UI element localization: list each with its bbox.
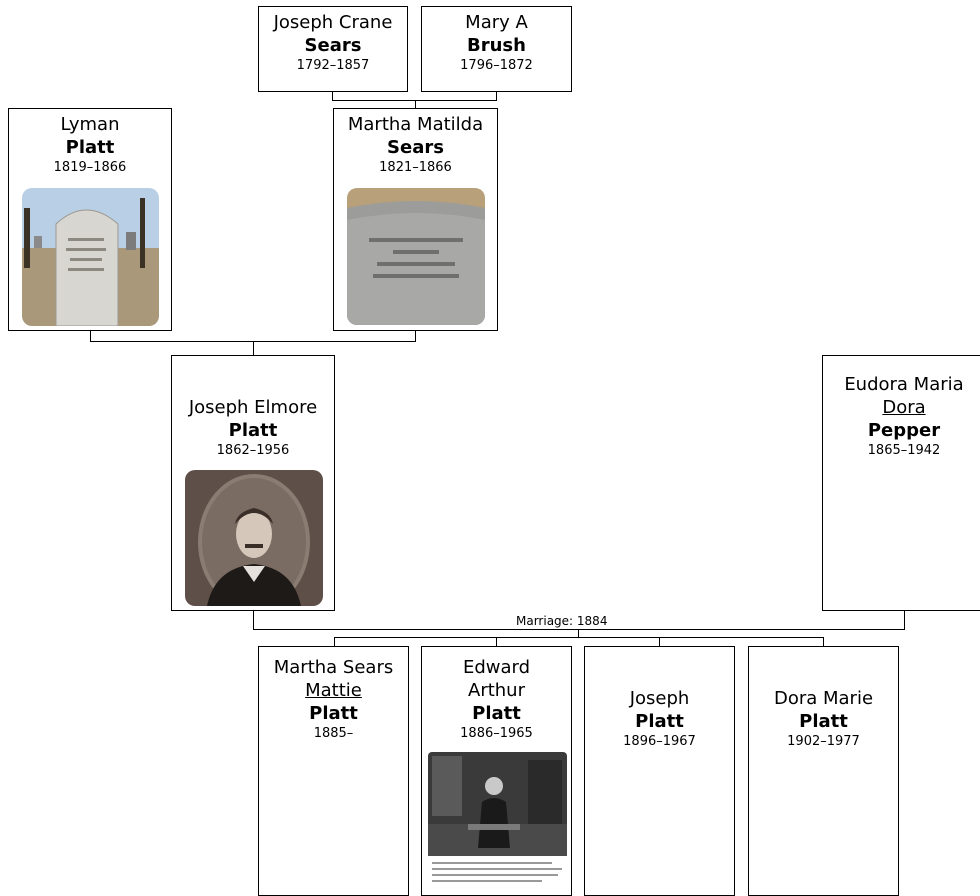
surname: Brush <box>467 35 526 56</box>
nickname: Dora <box>882 397 926 418</box>
connector-line <box>253 610 254 630</box>
connector-line <box>332 100 497 101</box>
connector-line <box>415 100 416 108</box>
life-dates: 1819–1866 <box>53 160 127 175</box>
gravestone-photo[interactable] <box>347 188 485 325</box>
connector-line <box>496 91 497 101</box>
connector-line <box>253 341 254 355</box>
surname: Pepper <box>867 420 941 441</box>
person-card-lyman-platt[interactable]: Lyman Platt 1819–1866 <box>8 108 172 331</box>
life-dates: 1902–1977 <box>787 734 860 749</box>
given-name: Joseph <box>629 688 690 709</box>
connector-line <box>332 91 333 101</box>
life-dates: 1886–1965 <box>460 726 533 741</box>
surname: Platt <box>309 703 358 724</box>
surname: Sears <box>387 137 444 158</box>
surname: Platt <box>228 420 278 441</box>
given-name: Joseph Elmore <box>188 397 318 418</box>
connector-line <box>415 330 416 342</box>
person-card-eudora-maria-pepper[interactable]: Eudora Maria Dora Pepper 1865–1942 <box>822 355 980 611</box>
person-card-martha-matilda-sears[interactable]: Martha Matilda Sears 1821–1866 <box>333 108 498 331</box>
person-card-edward-arthur-platt[interactable]: Edward Arthur Platt 1886–1965 <box>421 646 572 896</box>
life-dates: 1896–1967 <box>623 734 696 749</box>
given-name: Edward <box>462 657 531 678</box>
life-dates: 1792–1857 <box>296 58 370 73</box>
given-name: Martha Matilda <box>347 114 484 135</box>
portrait-photo[interactable] <box>185 470 323 606</box>
person-card-martha-sears-platt[interactable]: Martha Sears Mattie Platt 1885– <box>258 646 409 896</box>
given-name: Lyman <box>60 114 120 135</box>
life-dates: 1885– <box>313 726 354 741</box>
person-card-joseph-elmore-platt[interactable]: Joseph Elmore Platt 1862–1956 <box>171 355 335 611</box>
person-card-dora-marie-platt[interactable]: Dora Marie Platt 1902–1977 <box>748 646 899 896</box>
connector-line <box>253 629 905 630</box>
connector-line <box>904 610 905 630</box>
surname: Platt <box>65 137 115 158</box>
newspaper-clipping-photo[interactable] <box>428 752 567 892</box>
given-name: Dora Marie <box>773 688 874 709</box>
gravestone-photo[interactable] <box>22 188 159 326</box>
life-dates: 1862–1956 <box>216 443 290 458</box>
given-name: Eudora Maria <box>844 374 964 395</box>
given-name: Joseph Crane <box>273 12 393 33</box>
person-card-mary-a-brush[interactable]: Mary A Brush 1796–1872 <box>421 6 572 92</box>
person-card-joseph-platt[interactable]: Joseph Platt 1896–1967 <box>584 646 735 896</box>
connector-line <box>90 330 91 342</box>
nickname: Mattie <box>305 680 362 701</box>
given-name: Mary A <box>465 12 528 33</box>
connector-line <box>578 629 579 638</box>
connector-line <box>334 637 824 638</box>
marriage-label: Marriage: 1884 <box>514 614 610 628</box>
life-dates: 1865–1942 <box>867 443 941 458</box>
life-dates: 1796–1872 <box>460 58 533 73</box>
given-name: Martha Sears <box>273 657 394 678</box>
surname: Platt <box>472 703 521 724</box>
connector-line <box>496 637 497 646</box>
connector-line <box>823 637 824 646</box>
surname: Platt <box>799 711 848 732</box>
life-dates: 1821–1866 <box>379 160 452 175</box>
surname: Sears <box>304 35 362 56</box>
connector-line <box>334 637 335 646</box>
person-card-joseph-crane-sears[interactable]: Joseph Crane Sears 1792–1857 <box>258 6 408 92</box>
given-name: Arthur <box>468 680 525 701</box>
connector-line <box>659 637 660 646</box>
surname: Platt <box>635 711 684 732</box>
